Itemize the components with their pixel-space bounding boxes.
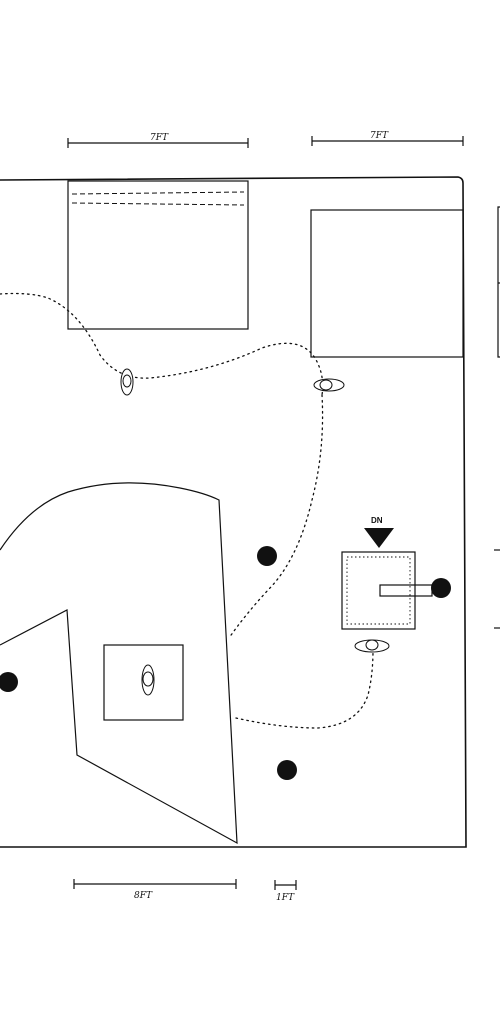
movement-path-top <box>0 292 324 396</box>
light-marker-icon <box>277 760 297 780</box>
dimension-bottom-left: 8FT <box>73 879 237 901</box>
actor-figure-center-icon <box>141 664 155 696</box>
dimension-top-left: 7FT <box>67 133 249 148</box>
actor-figure-bottom-right-icon <box>354 639 390 653</box>
light-marker-icon <box>0 672 18 692</box>
top-left-unit <box>67 180 249 330</box>
dimension-bottom-right: 1FT <box>274 880 297 903</box>
light-marker-icon <box>257 546 277 566</box>
dn-label: DN <box>371 516 383 525</box>
room-outline <box>0 176 467 848</box>
down-triangle-icon <box>364 528 394 548</box>
curved-platform <box>0 482 238 845</box>
dimension-top-right: 7FT <box>311 131 464 146</box>
stair-landing <box>341 551 433 630</box>
dimension-label-bottom-left: 8FT <box>134 891 153 901</box>
dimension-label-bottom-right: 1FT <box>276 893 295 903</box>
down-direction-indicator: DN <box>364 516 394 548</box>
right-edge-markings <box>494 206 500 629</box>
dimension-label-top-left: 7FT <box>150 133 169 143</box>
movement-path-right <box>228 394 324 639</box>
light-marker-icon <box>431 578 451 598</box>
actor-figure-top-left-icon <box>120 368 134 396</box>
movement-path-bottom <box>235 649 374 729</box>
center-box <box>103 644 184 721</box>
actor-figure-top-right-icon <box>313 378 345 392</box>
top-right-unit <box>310 209 464 358</box>
dimension-label-top-right: 7FT <box>370 131 389 141</box>
